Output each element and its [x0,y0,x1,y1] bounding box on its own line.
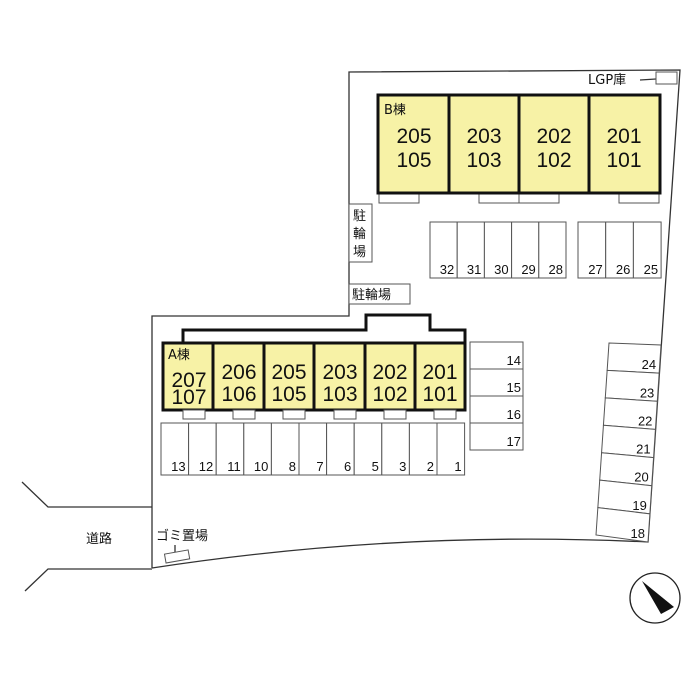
parking-space [381,422,410,476]
unit-number-upper: 202 [372,361,407,384]
entrance-step [182,409,206,420]
unit-number-upper: 207 [171,369,206,392]
parking-space [469,395,524,424]
parking-space [469,422,524,451]
garbage-area [163,549,191,564]
parking-space [243,422,272,476]
parking-space-number: 1 [454,459,461,474]
parking-space [595,507,651,543]
parking-space-number: 12 [199,459,213,474]
parking-space [577,221,607,279]
unit-number-upper: 201 [606,125,641,148]
unit-number-lower: 105 [396,149,431,172]
leader-line [639,78,657,81]
parking-space-number: 20 [634,470,648,485]
road-label: 道路 [86,531,112,547]
parking-space [436,422,466,476]
unit-number-lower: 102 [372,383,407,406]
entrance-step [433,409,457,420]
entrance-step [383,409,407,420]
road-edge-north [21,481,152,508]
bicycle-parking-label: 駐輪場 [352,287,391,303]
parking-space [215,422,245,476]
unit-number-upper: 205 [271,361,306,384]
entrance-step [282,409,306,420]
parking-space-number: 16 [507,407,521,422]
parking-space-number: 18 [631,526,645,541]
parking-space-number: 24 [642,357,656,372]
parking-space-number: 31 [467,262,481,277]
unit-number-upper: 205 [396,125,431,148]
parking-space [298,422,328,476]
parking-space-number: 6 [344,459,351,474]
parking-space-number: 11 [227,459,241,474]
parking-space-number: 26 [616,262,630,277]
unit-number-lower: 107 [171,386,206,409]
parking-space [483,221,513,279]
parking-space-number: 3 [399,459,406,474]
parking-space [160,422,190,476]
parking-space-number: 8 [289,459,296,474]
parking-space-number: 10 [254,459,268,474]
parking-space-number: 21 [636,442,650,457]
parking-space [632,221,662,279]
parking-space-number: 32 [440,262,454,277]
building-b-label: B棟 [384,103,406,118]
unit-number-upper: 202 [536,125,571,148]
parking-space-number: 22 [638,413,652,428]
parking-space-number: 13 [171,459,185,474]
entrance-step [333,409,357,420]
parking-space-number: 29 [521,262,535,277]
north-arrow-icon [629,572,681,624]
parking-space [408,422,438,476]
parking-space-number: 25 [644,262,658,277]
parking-space-number: 27 [588,262,602,277]
unit-number-upper: 203 [466,125,501,148]
parking-space-number: 30 [494,262,508,277]
bicycle-parking-char: 輪 [353,226,366,242]
unit-number-lower: 101 [606,149,641,172]
lpg-storage [655,71,678,85]
parking-space-number: 5 [372,459,379,474]
lpg-storage-label: LGP庫 [588,73,626,88]
parking-space-number: 17 [507,434,521,449]
parking-space-number: 19 [632,498,646,513]
unit-number-upper: 203 [322,361,357,384]
parking-space [456,221,485,279]
bicycle-parking-char: 駐 [353,209,366,224]
parking-space-number: 28 [549,262,563,277]
parking-space-number: 15 [507,380,521,395]
unit-number-upper: 206 [221,361,256,384]
parking-space-number: 7 [316,459,323,474]
parking-space-number: 14 [507,353,521,368]
garbage-area-label: ゴミ置場 [156,528,208,544]
unit-number-upper: 201 [422,361,457,384]
unit-number-lower: 101 [422,383,457,406]
bicycle-parking-vertical [348,203,373,263]
unit-number-lower: 106 [221,383,256,406]
unit-number-lower: 105 [271,383,306,406]
parking-space [326,422,355,476]
unit-number-lower: 102 [536,149,571,172]
parking-space-number: 23 [640,385,654,400]
unit-number-lower: 103 [466,149,501,172]
bicycle-parking-horizontal [348,283,411,305]
bicycle-parking-char: 場 [353,245,366,260]
parking-space [538,221,567,279]
entrance-step [232,409,256,420]
parking-space-number: 2 [427,459,434,474]
road-edge-south [24,568,152,592]
parking-space [511,221,540,279]
building-a-label: A棟 [168,348,190,363]
unit-number-lower: 103 [322,383,357,406]
